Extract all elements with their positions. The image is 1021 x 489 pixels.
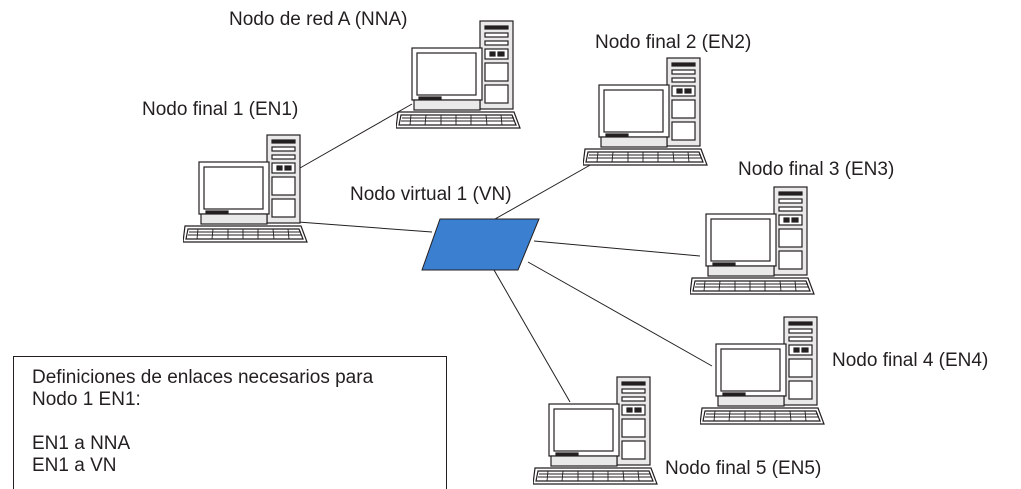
label-en1: Nodo final 1 (EN1): [142, 99, 299, 120]
computer-icon-en3[interactable]: [690, 186, 820, 298]
link-en1-vn: [297, 221, 433, 233]
link-en2-vn: [487, 163, 593, 224]
computer-icon-en2[interactable]: [583, 57, 713, 169]
link-en3-vn: [533, 240, 701, 257]
definitions-spacer: [32, 411, 446, 433]
label-en2: Nodo final 2 (EN2): [595, 32, 752, 53]
label-en4: Nodo final 4 (EN4): [832, 350, 989, 371]
computer-icon-en4[interactable]: [700, 316, 830, 428]
definitions-heading-line2: Nodo 1 EN1:: [32, 389, 141, 410]
definitions-item: EN1 a VN: [32, 455, 117, 476]
label-en5: Nodo final 5 (EN5): [665, 458, 822, 479]
link-definitions-box: Definiciones de enlaces necesarios para …: [13, 356, 447, 489]
computer-icon-nna[interactable]: [396, 20, 526, 132]
label-vn: Nodo virtual 1 (VN): [350, 184, 512, 205]
link-en5-vn: [493, 269, 571, 403]
computer-icon-en5[interactable]: [533, 376, 663, 488]
link-en1-nna: [299, 103, 413, 169]
definitions-item: EN1 a NNA: [32, 433, 131, 454]
virtual-node-shape[interactable]: [421, 218, 540, 271]
label-nna: Nodo de red A (NNA): [229, 9, 408, 30]
definitions-heading-line1: Definiciones de enlaces necesarios para: [32, 367, 374, 388]
link-en4-vn: [527, 261, 713, 367]
computer-icon-en1[interactable]: [183, 134, 313, 246]
label-en3: Nodo final 3 (EN3): [738, 159, 895, 180]
